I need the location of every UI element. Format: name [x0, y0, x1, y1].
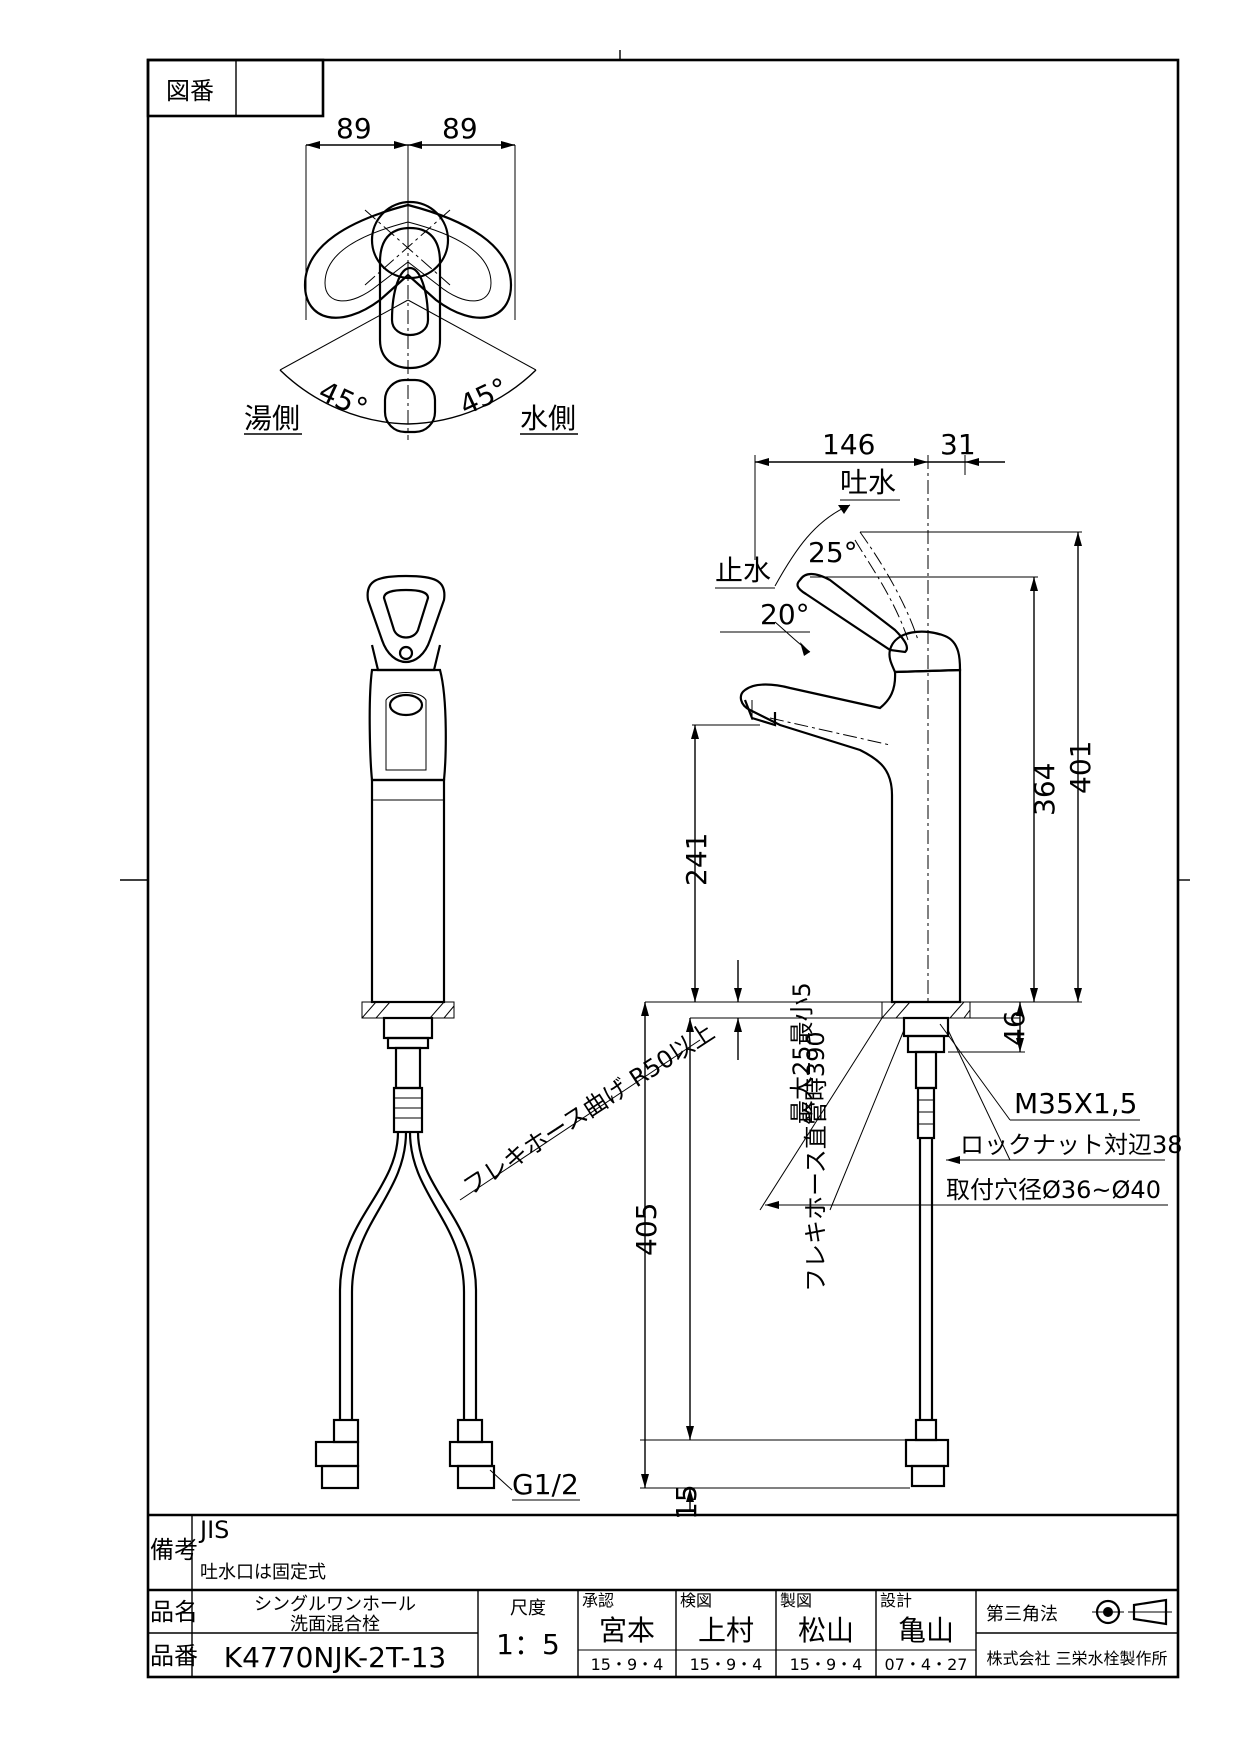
- third-angle-projection-icon: [1092, 1598, 1172, 1626]
- approved-name: 宮本: [599, 1614, 655, 1647]
- spout-off-label: 止水: [715, 554, 771, 587]
- scale-label: 尺度: [510, 1598, 546, 1619]
- top-view: 89 89 45° 45° 湯側 水側: [244, 112, 578, 440]
- hose-bend-note: フレキホース曲げ R50以上: [458, 1018, 720, 1201]
- drawn-label: 製図: [780, 1591, 812, 1610]
- checked-label: 検図: [680, 1591, 712, 1610]
- name-label: 品名: [150, 1598, 198, 1626]
- front-view: フレキホース曲げ R50以上 G1/2: [314, 574, 720, 1501]
- dim-46: 46: [998, 1010, 1031, 1046]
- drawing-number-label: 図番: [166, 77, 214, 105]
- product-name-line1: シングルワンホール: [254, 1594, 416, 1615]
- side-view: 146 31 吐水 止水 25° 20° 364: [630, 428, 1183, 1520]
- remarks-label: 備考: [150, 1536, 198, 1564]
- drawing-number-box: 図番: [146, 58, 325, 118]
- thickness-note: 最大25最小5: [788, 982, 816, 1124]
- hot-side-label: 湯側: [244, 402, 300, 435]
- product-name-line2: 洗面混合栓: [290, 1614, 380, 1635]
- angle-25: 25°: [808, 536, 858, 569]
- cold-side-label: 水側: [520, 402, 576, 435]
- spout-on-label: 吐水: [840, 466, 896, 499]
- dim-364: 364: [1028, 763, 1061, 816]
- dim-401: 401: [1064, 741, 1097, 794]
- drawn-date: 15・9・4: [790, 1655, 863, 1674]
- product-number: K4770NJK-2T-13: [224, 1641, 446, 1674]
- hose-length-note: フレキホース直管時390: [802, 1031, 830, 1292]
- approved-date: 15・9・4: [591, 1655, 664, 1674]
- scale-value: 1：5: [496, 1628, 560, 1661]
- drawn-name: 松山: [798, 1614, 854, 1647]
- company-name: 株式会社 三栄水栓製作所: [986, 1649, 1167, 1668]
- angle-20: 20°: [760, 598, 810, 631]
- design-date: 07・4・27: [885, 1655, 968, 1674]
- design-name: 亀山: [898, 1614, 954, 1647]
- approved-label: 承認: [582, 1591, 614, 1610]
- checked-name: 上村: [698, 1614, 754, 1647]
- dim-146: 146: [822, 428, 875, 461]
- sheet-border: [146, 58, 1180, 1679]
- design-label: 設計: [880, 1591, 912, 1610]
- checked-date: 15・9・4: [690, 1655, 763, 1674]
- remark-fixed-spout: 吐水口は固定式: [200, 1562, 326, 1583]
- top-dim-left: 89: [336, 112, 372, 145]
- mount-hole-spec: 取付穴径Ø36~Ø40: [946, 1176, 1161, 1204]
- connection-label: G1/2: [512, 1468, 579, 1501]
- dim-405: 405: [630, 1203, 663, 1256]
- remark-jis: JIS: [198, 1516, 229, 1544]
- top-dim-right: 89: [442, 112, 478, 145]
- thread-spec: M35X1,5: [1014, 1087, 1138, 1120]
- title-block: 備考 JIS 吐水口は固定式 品名 シングルワンホール 洗面混合栓 品番 K47…: [148, 1513, 1178, 1677]
- number-label: 品番: [150, 1642, 198, 1670]
- locknut-spec: ロックナット対辺38: [960, 1131, 1183, 1159]
- dim-31: 31: [940, 428, 976, 461]
- projection-label: 第三角法: [986, 1604, 1058, 1625]
- dim-241: 241: [680, 833, 713, 886]
